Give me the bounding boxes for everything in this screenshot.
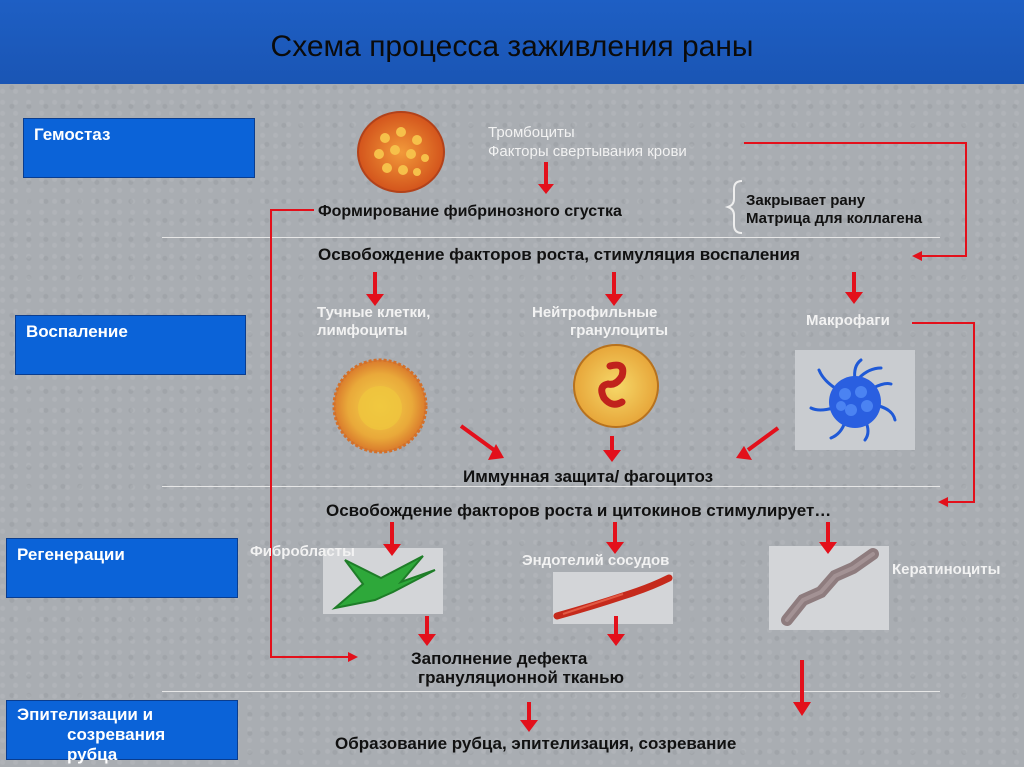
stage-regeneration: Регенерации: [6, 538, 238, 598]
slide-title: Схема процесса заживления раны: [270, 30, 754, 63]
stage-inflammation-label: Воспаление: [26, 322, 128, 341]
stage-epithelization: Эпителизации и созревания рубца: [6, 700, 238, 764]
growth-factors-label: Освобождение факторов роста, стимуляция …: [318, 245, 800, 264]
stage-inflammation: Воспаление: [15, 315, 246, 375]
connector-right-top: [744, 142, 967, 257]
endothelium-cell-image: [553, 572, 673, 624]
arrow-down: [366, 272, 384, 306]
clotting-factors-label: Факторы свертывания крови: [488, 143, 687, 160]
stage-epithelization-line-1: Эпителизации и: [17, 705, 154, 724]
keratinocyte-cell-image: [769, 546, 889, 630]
mast-cells-label: Тучные клетки,: [317, 304, 431, 321]
separator-line: [162, 486, 940, 487]
stage-hemostasis: Гемостаз: [23, 118, 255, 178]
lymphocytes-label: лимфоциты: [317, 322, 408, 339]
arrow-down: [605, 272, 623, 306]
fill-defect-label: Заполнение дефекта: [411, 649, 588, 668]
stage-hemostasis-label: Гемостаз: [34, 125, 111, 144]
connector-left: [270, 209, 350, 658]
arrow-down: [520, 702, 538, 732]
cytokines-label: Освобождение факторов роста и цитокинов …: [326, 501, 832, 520]
arrow-down: [383, 522, 401, 556]
neutrophil-cell-image: [573, 344, 659, 428]
separator-line: [162, 691, 940, 692]
arrow-diagonal: [736, 426, 780, 460]
platelet-cell-image: [357, 111, 445, 193]
arrow-down: [845, 272, 863, 304]
neutrophils-label: Нейтрофильные: [532, 304, 658, 321]
granulation-tissue-label: грануляционной тканью: [418, 668, 625, 687]
endothelium-label: Эндотелий сосудов: [522, 552, 670, 569]
header-bar: Схема процесса заживления раны: [0, 0, 1024, 84]
collagen-matrix-label: Матрица для коллагена: [746, 210, 923, 227]
mast-cell-image: [332, 358, 428, 454]
arrow-diagonal: [459, 424, 504, 460]
connector-right-mid: [912, 322, 975, 503]
fibroblast-cell-image: [323, 548, 443, 614]
stage-epithelization-line-2: созревания: [67, 725, 166, 744]
immune-defense-label: Иммунная защита/ фагоцитоз: [463, 467, 714, 486]
brace: [724, 180, 743, 234]
arrow-down: [607, 616, 625, 646]
fibroblasts-label: Фибробласты: [250, 543, 355, 560]
stage-epithelization-line-3: рубца: [67, 745, 118, 764]
granulocytes-label: гранулоциты: [570, 322, 669, 339]
arrow-down: [819, 522, 837, 554]
fibrin-clot-label: Формирование фибринозного сгустка: [318, 203, 622, 220]
stage-regeneration-label: Регенерации: [17, 545, 125, 564]
arrow-down: [538, 162, 554, 194]
arrow-down: [603, 436, 621, 462]
arrow-down: [793, 660, 811, 716]
scar-formation-label: Образование рубца, эпителизация, созрева…: [335, 734, 737, 753]
macrophages-label: Макрофаги: [806, 312, 890, 329]
closes-wound-label: Закрывает рану: [746, 192, 866, 209]
arrow-down: [418, 616, 436, 646]
arrow-down: [606, 522, 624, 554]
platelets-label: Тромбоциты: [488, 124, 575, 141]
keratinocytes-label: Кератиноциты: [892, 561, 1001, 578]
separator-line: [162, 237, 940, 238]
macrophage-cell-image: [795, 350, 915, 450]
